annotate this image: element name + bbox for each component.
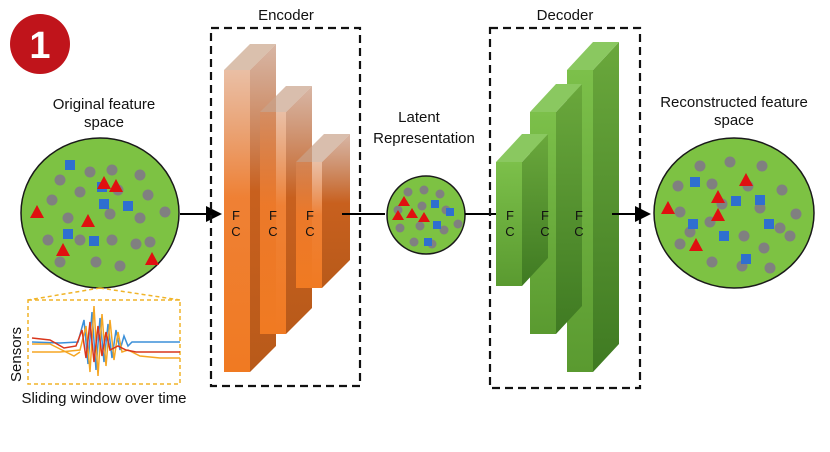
decoder-title: Decoder <box>537 7 594 24</box>
reconstructed-label-line1: Reconstructed feature <box>660 94 808 111</box>
encoder-block: Encoder F C F C F C <box>209 7 362 388</box>
sensor-window-callout: Sensors Sliding window over time <box>8 287 187 407</box>
encoder-title: Encoder <box>258 7 314 24</box>
fc-label-d2b: C <box>540 224 549 239</box>
fc-label-d2: F <box>541 208 549 223</box>
fc-label-e2: F <box>269 208 277 223</box>
original-markers <box>30 160 171 272</box>
sliding-window-label: Sliding window over time <box>21 390 186 407</box>
latent-markers <box>392 185 463 249</box>
fc-label-e1: F <box>232 208 240 223</box>
sensors-label: Sensors <box>8 327 25 382</box>
latent-space <box>386 175 466 255</box>
dashed-box-icon <box>27 299 181 385</box>
fc-label-e2b: C <box>268 224 277 239</box>
original-feature-space <box>20 137 180 289</box>
fc-label-e1b: C <box>231 224 240 239</box>
fc-label-e3b: C <box>305 224 314 239</box>
fc-label-d3: F <box>575 208 583 223</box>
reconstructed-label-line2: space <box>714 112 754 129</box>
badge-number: 1 <box>29 25 50 67</box>
reconstructed-markers <box>661 156 802 274</box>
original-feature-label-line1: Original feature <box>53 96 156 113</box>
circle-badge-icon <box>10 14 70 74</box>
latent-label-line1: Latent <box>398 109 441 126</box>
sensor-signals <box>31 305 180 377</box>
decoder-block: Decoder F C F C F C <box>488 7 642 390</box>
latent-label-line2: Representation <box>373 130 475 147</box>
fc-label-d1b: C <box>505 224 514 239</box>
reconstructed-feature-space <box>653 137 815 289</box>
fc-label-d3b: C <box>574 224 583 239</box>
step-badge: 1 <box>10 14 70 74</box>
fc-label-e3: F <box>306 208 314 223</box>
original-feature-label-line2: space <box>84 114 124 131</box>
dashed-box-icon <box>209 26 362 388</box>
decoder-layer-1 <box>496 134 548 286</box>
fc-label-d1: F <box>506 208 514 223</box>
encoder-layer-3 <box>296 134 350 288</box>
